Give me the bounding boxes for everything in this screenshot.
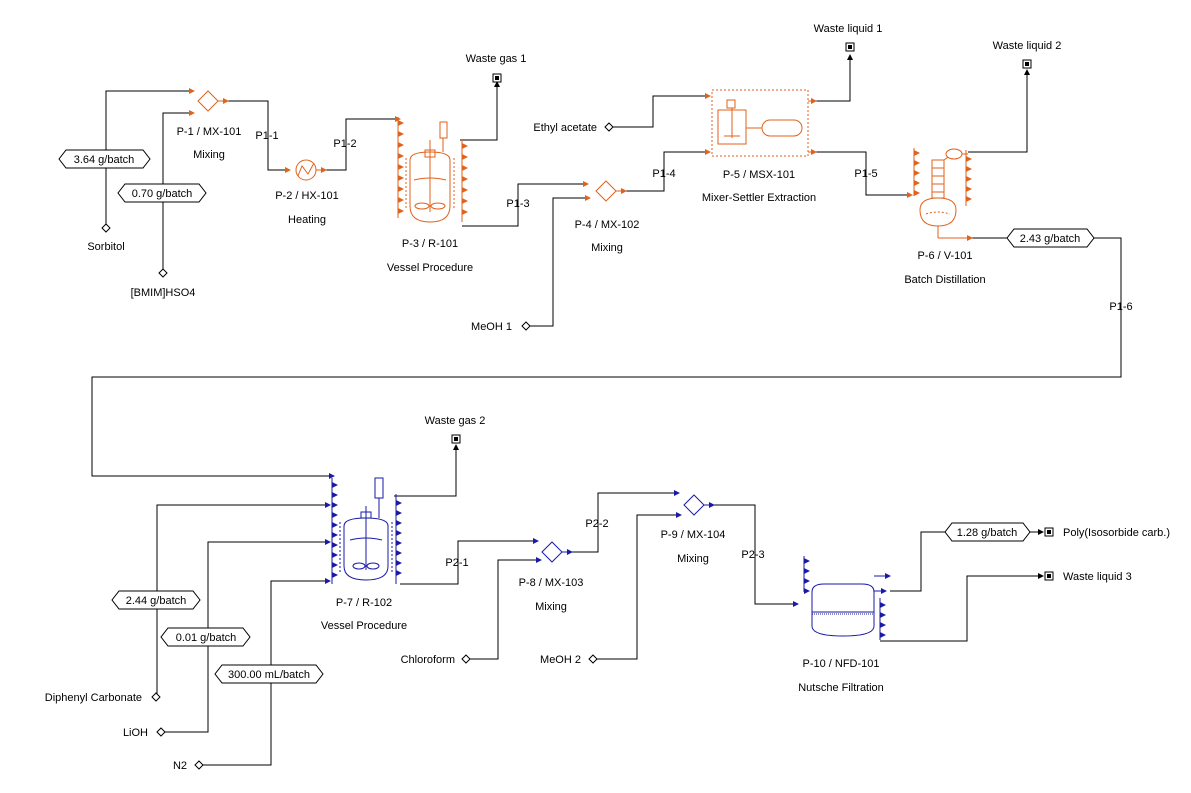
mixer-settler-p5-icon[interactable] [711, 89, 817, 157]
procedure-id: P-7 / R-102 [336, 597, 392, 609]
input-label: Chloroform [401, 654, 455, 666]
flow-tag-text: 0.70 g/batch [132, 188, 193, 200]
procedure-id: P-9 / MX-104 [661, 529, 726, 541]
flow-tag[interactable]: 2.44 g/batch [111, 590, 201, 610]
output-terminal [845, 42, 855, 52]
output-label: Waste liquid 1 [814, 23, 883, 35]
stream-label: P1-3 [506, 198, 529, 210]
stream-label: P1-6 [1109, 301, 1132, 313]
output-label: Waste liquid 3 [1063, 571, 1132, 583]
input-terminal [588, 654, 598, 664]
input-terminal [156, 727, 166, 737]
flow-tag-text: 3.64 g/batch [74, 154, 135, 166]
procedure-id: P-8 / MX-103 [519, 577, 584, 589]
procedure-id: P-5 / MSX-101 [723, 169, 795, 181]
input-label: N2 [173, 760, 187, 772]
input-terminal [461, 654, 471, 664]
input-terminal [604, 122, 614, 132]
stream-label: P2-3 [741, 549, 764, 561]
input-terminal [521, 321, 531, 331]
output-terminals[interactable] [451, 42, 1054, 581]
stream-label: P2-1 [445, 557, 468, 569]
mixer-p1-icon[interactable] [197, 90, 229, 112]
procedure-name: Mixer-Settler Extraction [702, 192, 816, 204]
stream-label: P1-5 [854, 168, 877, 180]
procedure-id: P-6 / V-101 [917, 250, 972, 262]
flow-tag-text: 0.01 g/batch [176, 632, 237, 644]
input-label: [BMIM]HSO4 [131, 287, 196, 299]
flow-tag-text: 1.28 g/batch [957, 527, 1018, 539]
stream-label: P1-1 [255, 130, 278, 142]
procedure-name: Batch Distillation [904, 274, 985, 286]
output-terminal [1044, 527, 1054, 537]
output-terminal [1044, 571, 1054, 581]
stream-label: P1-4 [652, 168, 675, 180]
procedure-id: P-1 / MX-101 [177, 126, 242, 138]
procedure-id: P-3 / R-101 [402, 238, 458, 250]
flow-tag-text: 2.44 g/batch [126, 595, 187, 607]
input-label: LiOH [123, 727, 148, 739]
stream-label: P2-2 [585, 518, 608, 530]
procedure-name: Heating [288, 214, 326, 226]
flow-tag[interactable]: 0.70 g/batch [117, 183, 207, 203]
input-terminal [101, 223, 111, 233]
input-label: Sorbitol [87, 241, 124, 253]
procedure-name: Mixing [677, 553, 709, 565]
flow-tag[interactable]: 3.64 g/batch [58, 149, 151, 169]
output-terminal [492, 73, 502, 83]
output-label: Waste gas 1 [466, 53, 527, 65]
procedure-id: P-4 / MX-102 [575, 219, 640, 231]
flow-tag-text: 2.43 g/batch [1020, 233, 1081, 245]
flow-tag[interactable]: 0.01 g/batch [160, 627, 251, 647]
reactor-p3-icon[interactable] [397, 117, 468, 223]
mixer-p9-icon[interactable] [683, 494, 715, 516]
output-label: Waste liquid 2 [993, 40, 1062, 52]
flow-tag[interactable]: 300.00 mL/batch [214, 664, 324, 684]
heat-exchanger-p2-icon[interactable] [295, 159, 327, 181]
input-label: MeOH 1 [471, 321, 512, 333]
input-labels: Sorbitol [BMIM]HSO4 Ethyl acetate MeOH 1… [45, 122, 597, 772]
procedure-labels: P-1 / MX-101 Mixing P-2 / HX-101 Heating… [177, 126, 986, 694]
input-label: Diphenyl Carbonate [45, 692, 142, 704]
output-label: Poly(Isosorbide carb.) [1063, 527, 1170, 539]
nutsche-filter-p10-icon[interactable] [803, 556, 891, 640]
procedure-name: Nutsche Filtration [798, 682, 884, 694]
output-terminal [451, 434, 461, 444]
input-label: MeOH 2 [540, 654, 581, 666]
section-1-lines [91, 54, 1122, 479]
procedure-name: Vessel Procedure [387, 262, 473, 274]
stream-label: P1-2 [333, 138, 356, 150]
output-terminal [1022, 59, 1032, 69]
procedure-id: P-10 / NFD-101 [802, 658, 879, 670]
section-2-lines [156, 444, 1044, 766]
output-labels: Waste gas 1 Waste liquid 1 Waste liquid … [425, 23, 1170, 583]
procedure-name: Vessel Procedure [321, 620, 407, 632]
input-terminal [158, 268, 168, 278]
stream-labels: P1-1 P1-2 P1-3 P1-4 P1-5 P1-6 P2-1 P2-2 … [255, 130, 1132, 569]
flow-tag[interactable]: 2.43 g/batch [1006, 228, 1095, 248]
input-terminal [151, 692, 161, 702]
input-terminal [194, 760, 204, 770]
output-label: Waste gas 2 [425, 415, 486, 427]
reactor-p7-icon[interactable] [331, 477, 402, 584]
flow-tag[interactable]: 1.28 g/batch [944, 522, 1031, 542]
procedure-id: P-2 / HX-101 [275, 190, 339, 202]
procedure-name: Mixing [193, 149, 225, 161]
mixer-p4-icon[interactable] [595, 180, 627, 202]
mixer-p8-icon[interactable] [541, 541, 573, 563]
procedure-name: Mixing [535, 601, 567, 613]
input-terminals[interactable] [101, 122, 614, 770]
distillation-p6-icon[interactable] [913, 148, 973, 241]
flow-tag-text: 300.00 mL/batch [228, 669, 310, 681]
input-label: Ethyl acetate [533, 122, 597, 134]
procedure-name: Mixing [591, 242, 623, 254]
